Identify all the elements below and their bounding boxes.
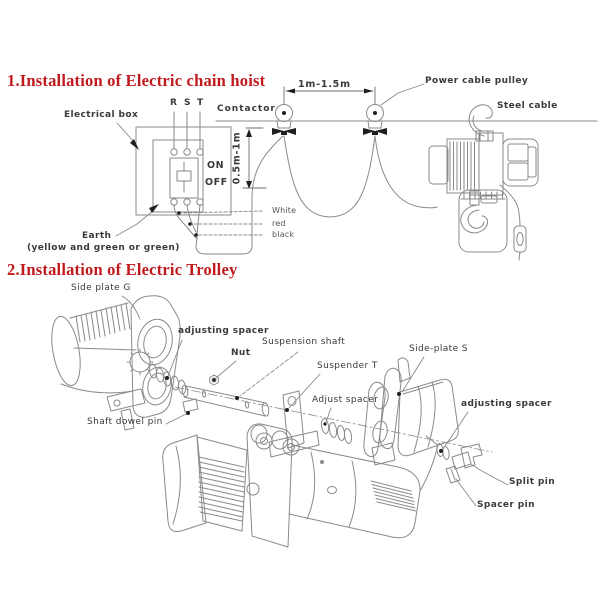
terminal-s-label: S [184,98,191,108]
electrical-box-drawing [135,111,232,241]
adjusting-spacer-1-label: adjusting spacer [178,326,269,336]
suspension-shaft-label: Suspension shaft [262,337,346,347]
hoist-body-drawing [162,423,439,548]
wire-red-label: red [272,219,286,228]
cable-pulley-1 [272,104,296,135]
wire-black-label: black [272,230,295,239]
terminal-r-label: R [170,98,178,108]
suspender-t-label: Suspender T [317,361,378,371]
side-plate-g-label: Side plate G [71,283,131,293]
power-cable-pulley-label: Power cable pulley [425,76,529,86]
suspender-t-part [255,390,320,458]
side-plate-s-assembly [363,357,459,466]
side-plate-g-assembly [51,295,181,431]
chain-hoist-drawing [428,104,539,261]
dimension-0.5m-1m: 0.5m-1m [231,131,243,185]
dimension-1m-1.5m: 1m-1.5m [298,79,351,90]
axis-centerline [174,386,493,453]
section1-title: 1.Installation of Electric chain hoist [7,71,266,90]
cable-pulley-2 [363,104,387,135]
terminal-t-label: T [197,98,204,108]
contactor-label: Contactor [217,104,276,114]
side-plate-s-label: Side-plate S [409,344,468,354]
steel-cable-label: Steel cable [497,101,558,111]
earth-note-label: (yellow and green or green) [27,243,180,253]
adjusting-spacer-2-label: adjusting spacer [461,399,552,409]
section2-title: 2.Installation of Electric Trolley [7,260,238,279]
exploded-shaft-parts [148,363,483,484]
shaft-dowel-pin-label: Shaft dowel pin [87,417,163,427]
adjust-spacer-label: Adjust spacer [312,395,379,405]
spacer-pin-label: Spacer pin [477,500,535,510]
dimension-horizontal [283,86,376,105]
off-label: OFF [205,177,228,188]
section2-leaders [121,295,509,507]
section1-leaders [115,83,425,237]
power-cable-droops [195,135,438,255]
split-pin-label: Split pin [509,477,556,487]
earth-label: Earth [82,231,112,241]
on-label: ON [207,160,225,171]
electrical-box-label: Electrical box [64,110,139,120]
dimension-vertical [242,127,267,189]
nut-label: Nut [231,348,251,358]
wire-white-label: White [272,206,297,215]
